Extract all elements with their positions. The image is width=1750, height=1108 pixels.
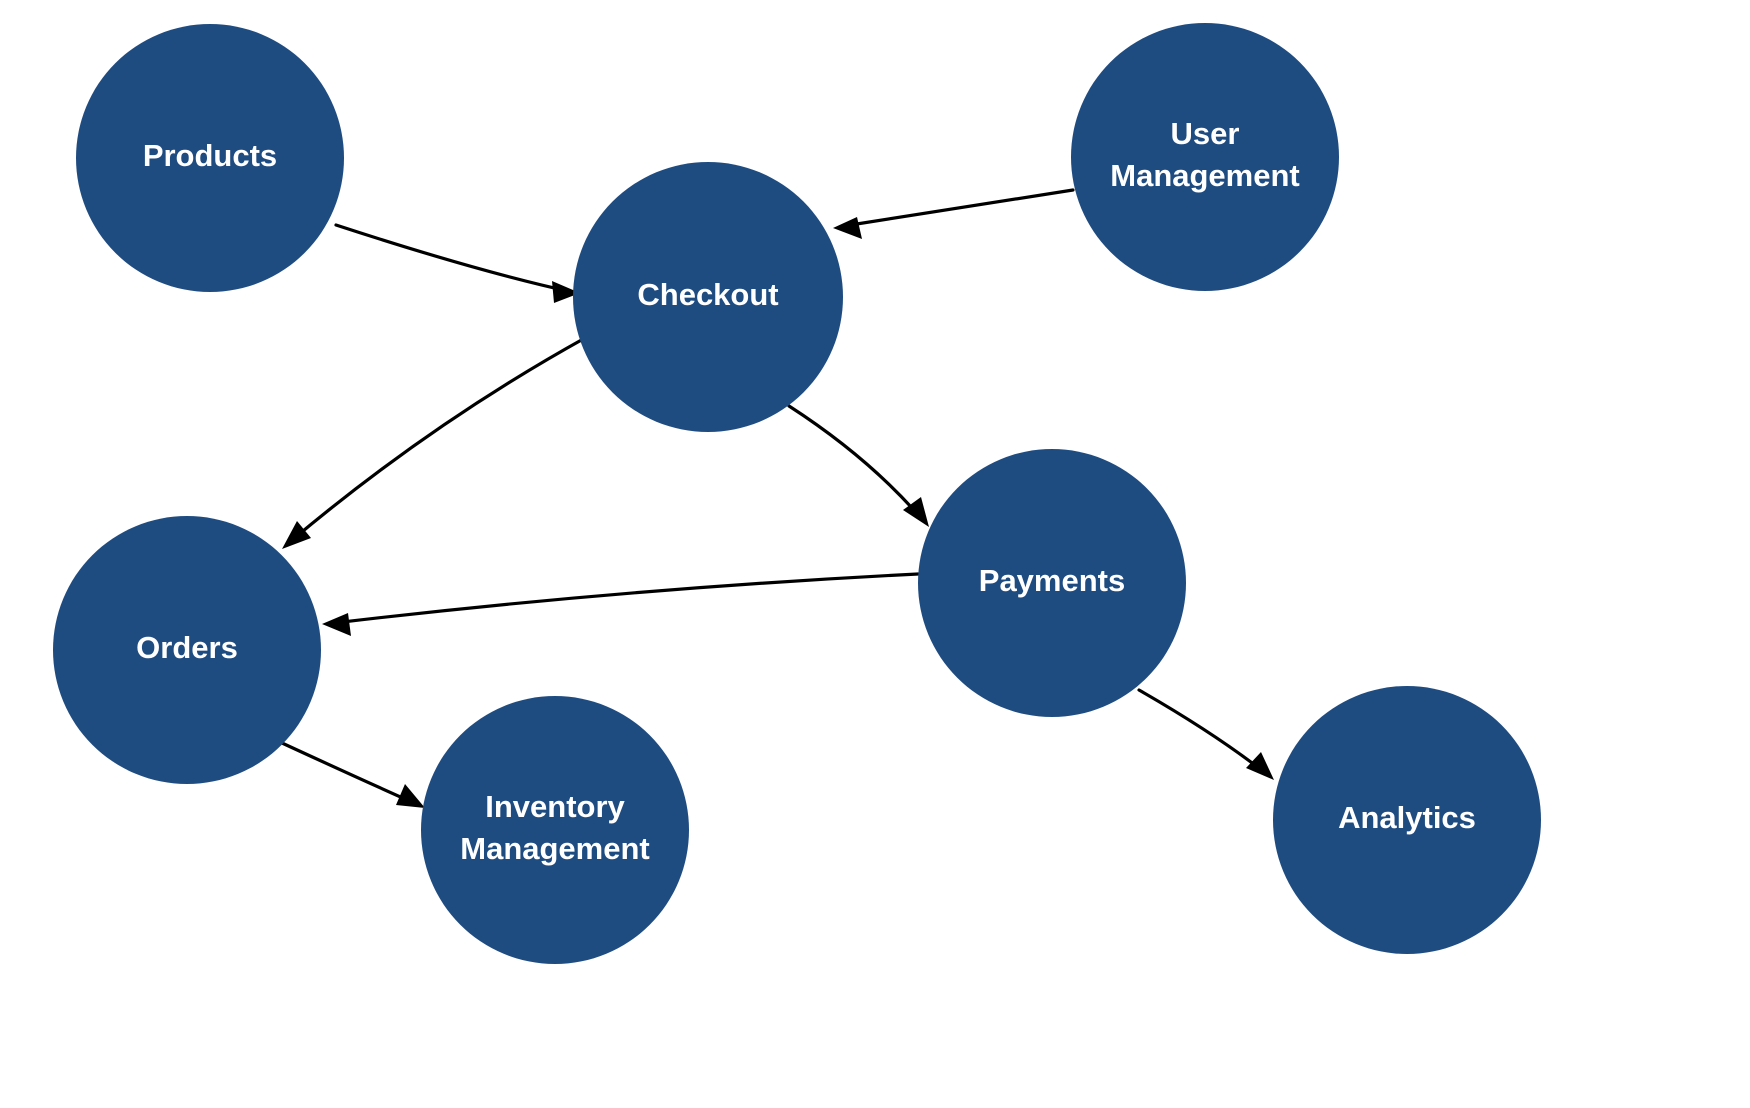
edge-line [1137,688,1266,774]
node-shape[interactable] [53,516,321,784]
arrowhead-icon [833,217,862,239]
edge-orders-inventory[interactable] [280,741,425,808]
arrowhead-icon [322,613,351,636]
edge-line [289,336,587,543]
edges-layer [280,188,1274,808]
edge-checkout-orders[interactable] [282,336,587,549]
node-checkout[interactable]: Checkout [573,162,843,432]
node-payments[interactable]: Payments [918,449,1186,717]
node-shape[interactable] [1273,686,1541,954]
edge-products-checkout[interactable] [334,223,580,303]
arrowhead-icon [1246,752,1274,780]
edge-checkout-payments[interactable] [787,404,929,527]
node-products[interactable]: Products [76,24,344,292]
node-shape[interactable] [918,449,1186,717]
node-analytics[interactable]: Analytics [1273,686,1541,954]
node-orders[interactable]: Orders [53,516,321,784]
node-shape[interactable] [421,696,689,964]
edge-line [787,404,923,520]
arrowhead-icon [396,784,425,808]
edge-line [332,572,920,625]
arrowhead-icon [552,281,580,303]
edge-payments-analytics[interactable] [1137,688,1274,780]
edge-line [334,223,574,294]
node-shape[interactable] [573,162,843,432]
node-shape[interactable] [76,24,344,292]
edge-payments-orders[interactable] [322,572,920,636]
arrowhead-icon [282,521,311,549]
node-shape[interactable] [1071,23,1339,291]
edge-usermgmt-checkout[interactable] [833,188,1075,239]
arrowhead-icon [903,497,929,527]
edge-line [842,188,1075,228]
edge-line [280,741,416,805]
